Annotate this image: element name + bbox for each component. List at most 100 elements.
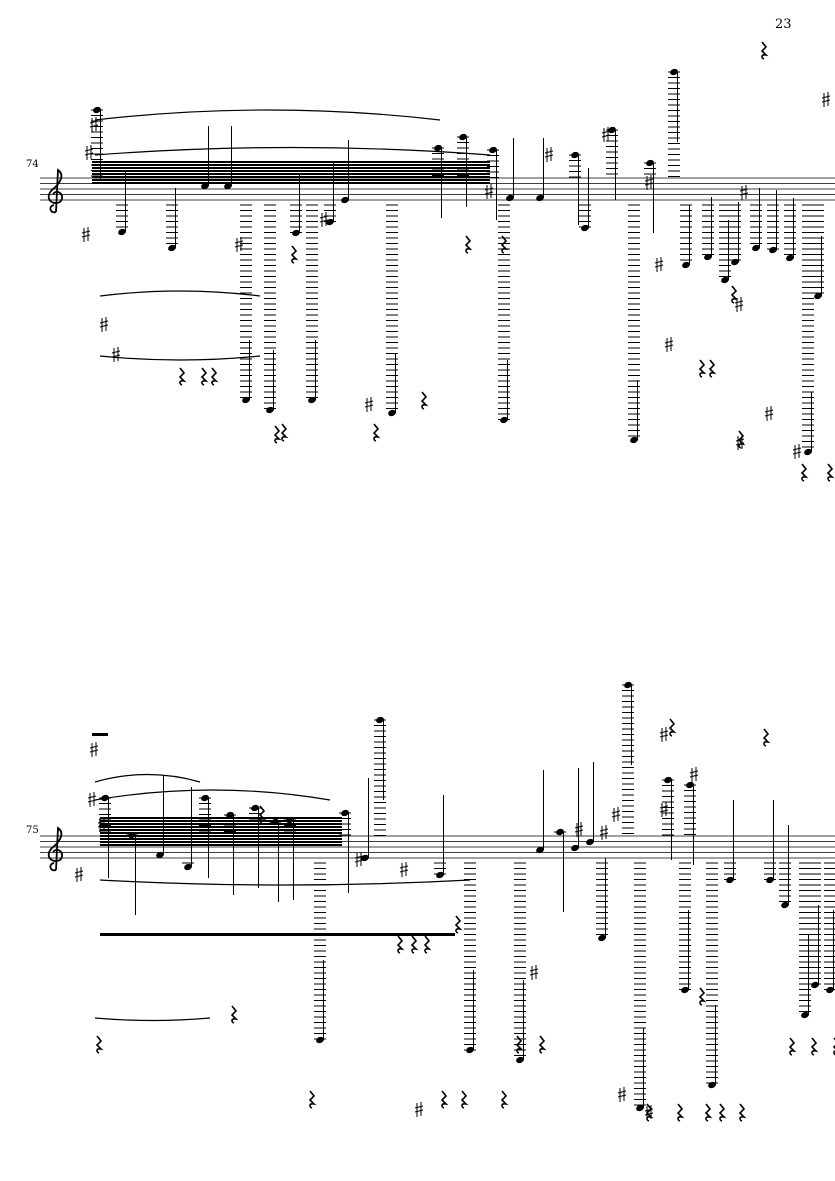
rest-icon: [515, 1035, 524, 1054]
notehead: [516, 1056, 524, 1064]
sharp-icon: [659, 802, 669, 817]
beam: [92, 182, 490, 184]
sharp-icon: [611, 807, 621, 822]
notehead: [308, 396, 316, 404]
beam: [100, 823, 342, 825]
beam: [92, 164, 490, 166]
notehead: [201, 182, 209, 190]
sharp-icon: [89, 742, 99, 757]
rest-icon: [810, 1037, 819, 1056]
beam: [100, 835, 342, 837]
beam: [100, 832, 342, 834]
rest-icon: [737, 430, 746, 449]
rest-icon: [372, 423, 381, 442]
rest-icon: [210, 367, 219, 386]
beam: [100, 844, 342, 846]
rest-icon: [95, 1035, 104, 1054]
notehead: [786, 254, 794, 262]
sharp-icon: [319, 212, 329, 227]
notehead: [536, 846, 544, 854]
notehead: [814, 292, 822, 300]
sharp-icon: [574, 822, 584, 837]
rest-icon: [280, 423, 289, 442]
rest-icon: [788, 1037, 797, 1056]
rest-icon: [396, 935, 405, 954]
sharp-icon: [821, 92, 831, 107]
rest-icon: [410, 935, 419, 954]
rest-icon: [760, 41, 769, 60]
beam: [92, 176, 490, 178]
slur: [99, 879, 471, 886]
slur: [99, 290, 261, 297]
measure-number: 74: [26, 159, 39, 170]
notehead: [536, 194, 544, 202]
sharp-icon: [89, 117, 99, 132]
rest-icon: [258, 805, 267, 824]
sharp-icon: [617, 1087, 627, 1102]
treble-clef-icon: [47, 826, 64, 872]
slur: [94, 1017, 211, 1022]
rest-icon: [762, 728, 771, 747]
slur: [94, 789, 331, 801]
notehead: [636, 1104, 644, 1112]
rest-icon: [718, 1103, 727, 1122]
notehead: [586, 838, 594, 846]
rest-icon: [423, 935, 432, 954]
sharp-icon: [734, 297, 744, 312]
notehead: [571, 844, 579, 852]
sharp-icon: [81, 227, 91, 242]
sharp-icon: [601, 127, 611, 142]
notehead: [801, 1011, 809, 1019]
sharp-icon: [97, 817, 107, 832]
beam: [92, 179, 490, 181]
sharp-icon: [414, 1102, 424, 1117]
sharp-icon: [99, 317, 109, 332]
sharp-icon: [111, 347, 121, 362]
rest-icon: [704, 1103, 713, 1122]
sharp-icon: [544, 147, 554, 162]
rest-icon: [420, 391, 429, 410]
sharp-icon: [234, 237, 244, 252]
rest-icon: [500, 235, 509, 254]
sharp-icon: [354, 852, 364, 867]
rest-icon: [698, 987, 707, 1006]
notehead: [721, 276, 729, 284]
slur: [94, 146, 491, 156]
beam: [100, 826, 342, 828]
notehead: [811, 981, 819, 989]
notehead: [184, 863, 192, 871]
rest-icon: [708, 359, 717, 378]
beam: [100, 838, 342, 840]
measure-number: 75: [26, 825, 39, 836]
notehead: [704, 253, 712, 261]
slur: [94, 773, 201, 783]
beam: [92, 161, 490, 163]
sharp-icon: [529, 965, 539, 980]
sharp-icon: [599, 825, 609, 840]
notehead: [804, 448, 812, 456]
beam: [100, 933, 455, 936]
sharp-icon: [689, 767, 699, 782]
notehead: [769, 246, 777, 254]
beam: [100, 829, 342, 831]
rest-icon: [730, 285, 739, 304]
rest-icon: [440, 1090, 449, 1109]
rest-icon: [454, 915, 463, 934]
sharp-icon: [764, 406, 774, 421]
notehead: [630, 436, 638, 444]
beam: [100, 841, 342, 843]
notehead: [388, 409, 396, 417]
notehead: [506, 194, 514, 202]
rest-icon: [460, 1090, 469, 1109]
rest-icon: [645, 1103, 654, 1122]
sharp-icon: [74, 867, 84, 882]
sharp-icon: [739, 185, 749, 200]
beam: [92, 173, 490, 175]
beam: [100, 820, 342, 822]
rest-icon: [230, 1005, 239, 1024]
beam: [92, 170, 490, 172]
whole-rest: [92, 733, 108, 736]
notehead: [598, 934, 606, 942]
sharp-icon: [84, 145, 94, 160]
